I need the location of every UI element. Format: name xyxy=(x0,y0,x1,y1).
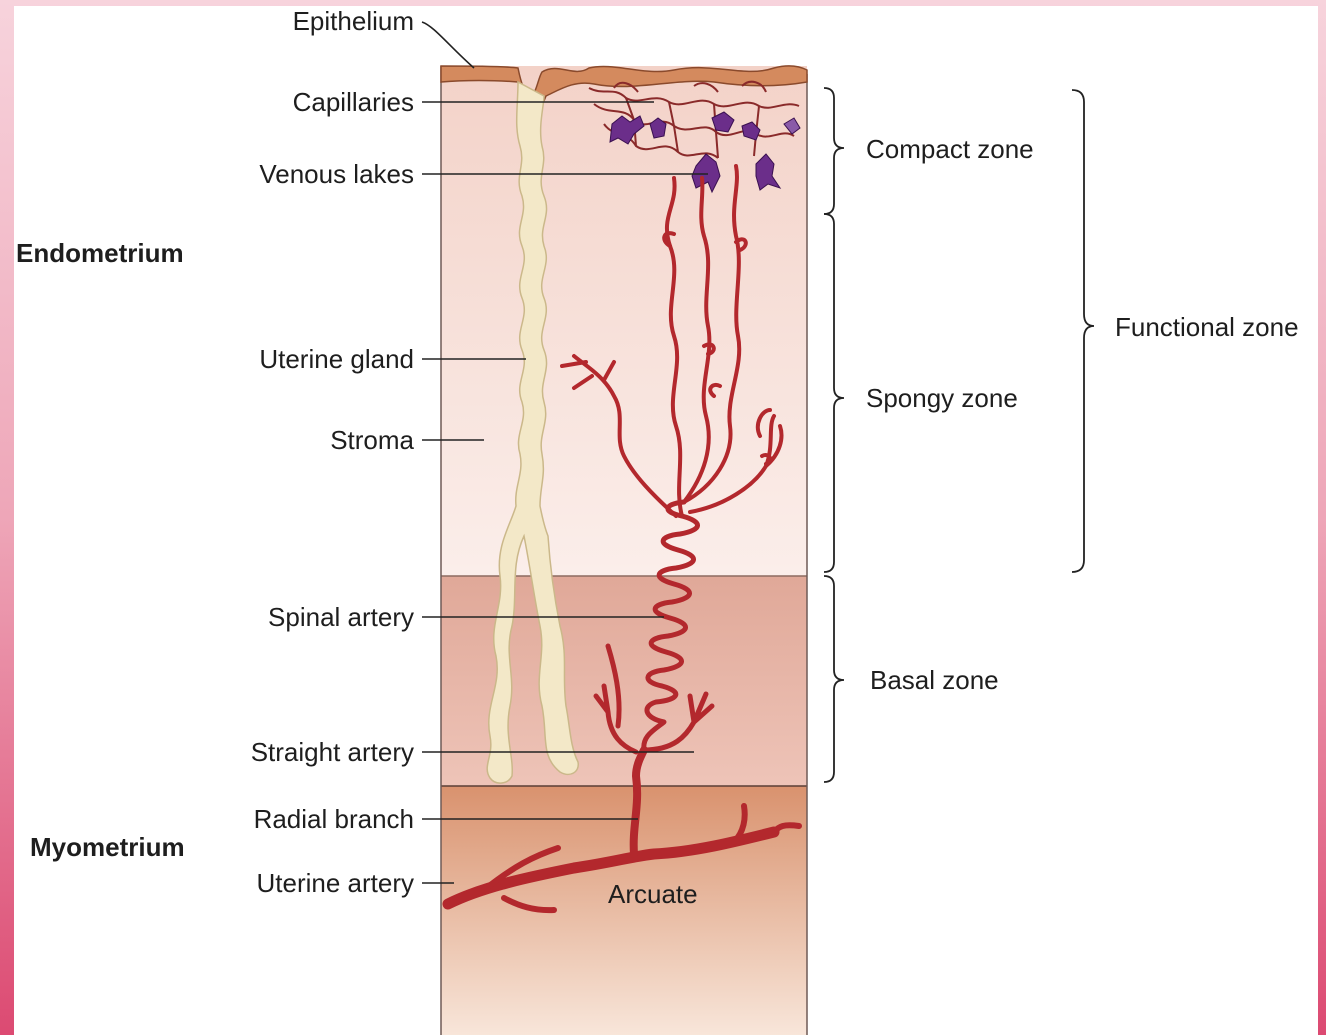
label-venous-lakes: Venous lakes xyxy=(214,161,414,187)
label-spinal-artery: Spinal artery xyxy=(214,604,414,630)
label-epithelium: Epithelium xyxy=(214,8,414,34)
basal-zone-brace xyxy=(824,576,844,782)
label-uterine-gland: Uterine gland xyxy=(214,346,414,372)
label-stroma: Stroma xyxy=(214,427,414,453)
label-capillaries: Capillaries xyxy=(214,89,414,115)
label-compact-zone: Compact zone xyxy=(866,136,1034,162)
label-arcuate: Arcuate xyxy=(608,881,698,907)
label-endometrium: Endometrium xyxy=(16,240,184,266)
label-functional-zone: Functional zone xyxy=(1115,314,1299,340)
spongy-zone-brace xyxy=(824,214,844,572)
label-myometrium: Myometrium xyxy=(30,834,185,860)
functional-layer xyxy=(441,66,807,576)
functional-zone-brace xyxy=(1072,90,1094,572)
diagram-canvas: Epithelium Capillaries Venous lakes Uter… xyxy=(14,6,1318,1035)
label-spongy-zone: Spongy zone xyxy=(866,385,1018,411)
myometrium-layer xyxy=(441,786,807,1035)
label-radial-branch: Radial branch xyxy=(214,806,414,832)
label-straight-artery: Straight artery xyxy=(214,739,414,765)
compact-zone-brace xyxy=(824,88,844,214)
label-basal-zone: Basal zone xyxy=(870,667,999,693)
label-uterine-artery: Uterine artery xyxy=(214,870,414,896)
